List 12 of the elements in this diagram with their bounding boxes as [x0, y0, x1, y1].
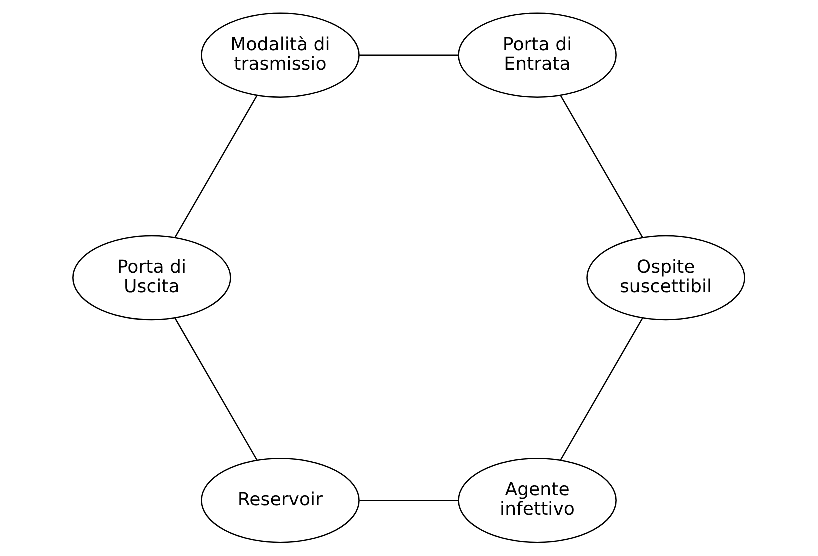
connector [359, 54, 458, 56]
node-ellipse: Ospite suscettibil [586, 235, 746, 321]
connector [360, 500, 459, 502]
connector [174, 318, 258, 461]
connector [560, 318, 644, 461]
node-ellipse: Porta di Entrata [458, 12, 617, 98]
node-ellipse: Reservoir [201, 458, 360, 544]
node-ellipse: Modalità di trasmissio [201, 12, 360, 98]
node-ellipse: Porta di Uscita [72, 235, 232, 321]
node-ellipse: Agente infettivo [458, 458, 617, 544]
connector [174, 95, 258, 238]
connector [560, 95, 644, 238]
